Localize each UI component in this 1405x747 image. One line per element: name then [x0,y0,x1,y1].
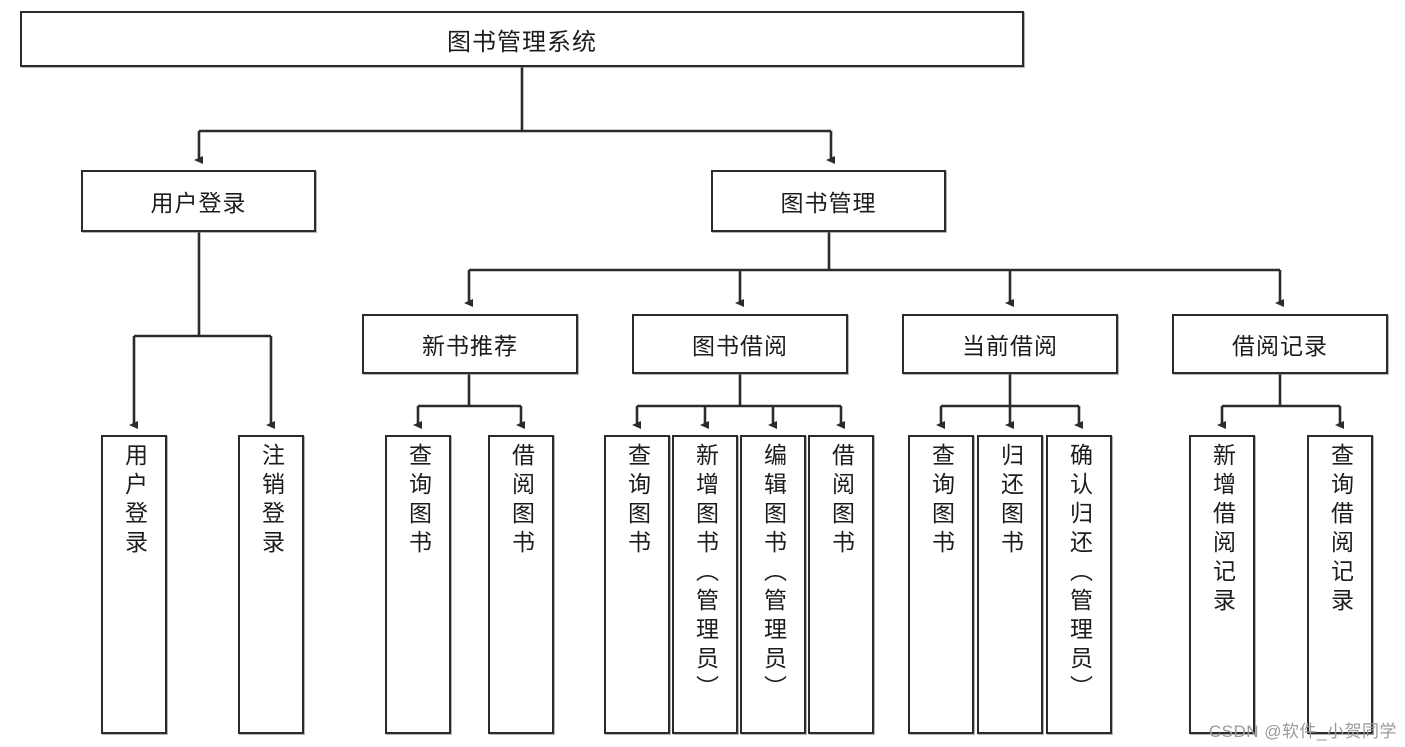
watermark-text: CSDN @软件_小贺同学 [1208,722,1397,741]
node-borrow-record[interactable]: 借阅记录 [1172,314,1388,374]
node-current-borrow[interactable]: 当前借阅 [902,314,1118,374]
node-label: 新书推荐 [422,333,518,359]
node-label: 注销登录 [258,443,285,559]
node-label: 查询图书 [928,443,955,559]
node-label: 借阅图书 [508,443,535,559]
node-label: 借阅图书 [828,443,855,559]
node-label: 借阅记录 [1232,333,1328,359]
node-label: 图书借阅 [692,333,788,359]
node-label: 用户登录 [150,190,247,216]
node-leaf-borrow-book-recommend[interactable]: 借阅图书 [488,435,554,734]
node-book-manage[interactable]: 图书管理 [711,170,946,232]
node-label: 归还图书 [997,443,1024,559]
node-label: 确认归还（管理员） [1066,443,1093,704]
node-leaf-confirm-return-admin[interactable]: 确认归还（管理员） [1046,435,1112,734]
node-leaf-query-book-current[interactable]: 查询图书 [908,435,974,734]
node-leaf-edit-book-admin[interactable]: 编辑图书（管理员） [740,435,806,734]
node-new-book-recommend[interactable]: 新书推荐 [362,314,578,374]
node-label: 图书管理系统 [447,28,597,56]
node-label: 用户登录 [121,443,148,559]
node-label: 当前借阅 [962,333,1058,359]
node-label: 查询图书 [405,443,432,559]
node-leaf-add-book-admin[interactable]: 新增图书（管理员） [672,435,738,734]
node-leaf-logout[interactable]: 注销登录 [238,435,304,734]
node-leaf-user-login[interactable]: 用户登录 [101,435,167,734]
node-book-borrow[interactable]: 图书借阅 [632,314,848,374]
node-leaf-query-book-recommend[interactable]: 查询图书 [385,435,451,734]
node-label: 查询图书 [624,443,651,559]
node-leaf-query-borrow-record[interactable]: 查询借阅记录 [1307,435,1373,734]
node-label: 新增图书（管理员） [692,443,719,704]
node-label: 查询借阅记录 [1327,443,1354,617]
node-user-login[interactable]: 用户登录 [81,170,316,232]
node-label: 编辑图书（管理员） [760,443,787,704]
node-leaf-add-borrow-record[interactable]: 新增借阅记录 [1189,435,1255,734]
node-leaf-borrow-book[interactable]: 借阅图书 [808,435,874,734]
node-label: 图书管理 [780,190,877,216]
node-leaf-query-book-borrow[interactable]: 查询图书 [604,435,670,734]
node-label: 新增借阅记录 [1209,443,1236,617]
node-leaf-return-book[interactable]: 归还图书 [977,435,1043,734]
node-root-system[interactable]: 图书管理系统 [20,11,1024,67]
